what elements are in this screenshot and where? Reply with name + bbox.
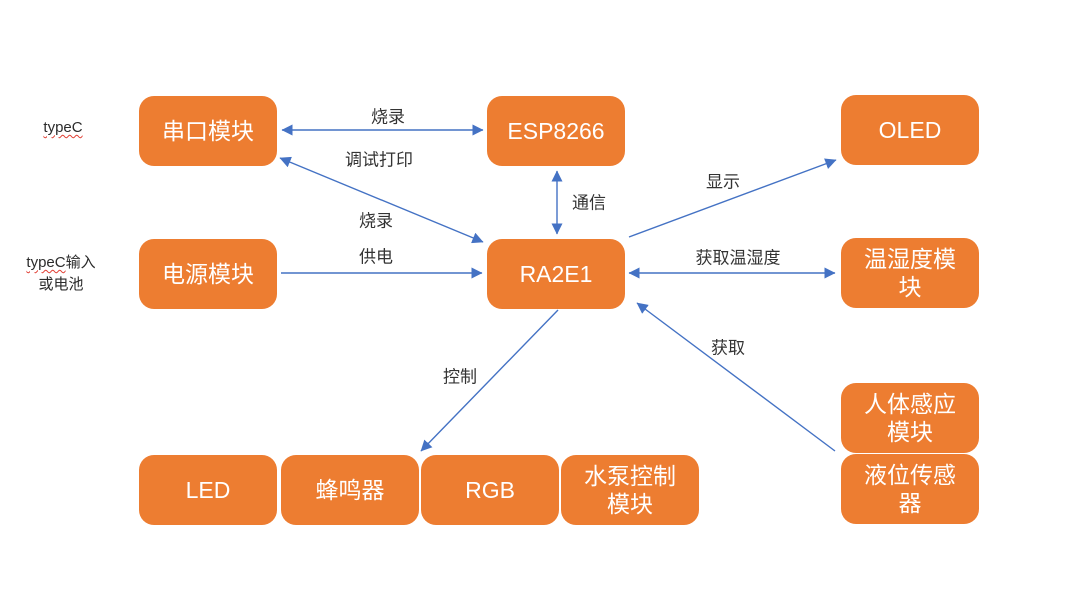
edge-label-power-supply: 供电 <box>359 247 393 267</box>
edge-ra2e1-oled <box>628 158 837 238</box>
node-power-module: 电源模块 <box>139 239 277 309</box>
node-buzzer: 蜂鸣器 <box>281 455 419 525</box>
node-led-label: LED <box>185 476 231 503</box>
node-power-label: 电源模块 <box>162 260 254 287</box>
node-serial-label: 串口模块 <box>162 117 254 144</box>
edge-label-display: 显示 <box>706 172 740 192</box>
node-temp-humidity-module: 温湿度模块 <box>841 238 979 308</box>
node-led: LED <box>139 455 277 525</box>
node-rgb: RGB <box>421 455 559 525</box>
edge-label-flash-diagonal: 烧录 <box>359 211 393 231</box>
node-temp-humidity-label: 温湿度模块 <box>864 245 956 300</box>
note-typec-input-suffix: 输入 <box>65 254 96 271</box>
edge-label-get-temp-humidity: 获取温湿度 <box>695 248 781 268</box>
node-oled-label: OLED <box>878 116 942 143</box>
node-human-sensor-module: 人体感应模块 <box>841 383 979 453</box>
node-liquid-level-sensor: 液位传感器 <box>841 454 979 524</box>
edge-label-flash-top: 烧录 <box>371 107 405 127</box>
edge-label-debug-print: 调试打印 <box>345 150 413 170</box>
edge-label-communication: 通信 <box>572 193 606 213</box>
edge-serial-ra2e1 <box>279 156 484 244</box>
note-typec-input-or-battery: typeC输入 或电池 <box>26 252 95 296</box>
node-serial-module: 串口模块 <box>139 96 277 166</box>
note-typec-input-line2: 或电池 <box>38 276 84 293</box>
node-liquid-level-label: 液位传感器 <box>864 461 956 516</box>
node-oled: OLED <box>841 95 979 165</box>
note-typec-input-line1: typeC输入 <box>26 252 95 274</box>
node-human-sensor-label: 人体感应模块 <box>864 390 956 445</box>
edge-sensors-ra2e1 <box>636 302 836 452</box>
edge-ra2e1-actuators <box>420 309 559 452</box>
node-ra2e1-label: RA2E1 <box>519 260 593 287</box>
edge-label-get: 获取 <box>711 338 745 358</box>
node-pump-control-module: 水泵控制模块 <box>561 455 699 525</box>
node-buzzer-label: 蜂鸣器 <box>315 476 385 503</box>
edge-label-control: 控制 <box>443 367 477 387</box>
node-esp8266-label: ESP8266 <box>507 117 605 144</box>
node-rgb-label: RGB <box>465 476 515 503</box>
note-typec: typeC <box>43 117 82 139</box>
note-typec-text: typeC <box>43 119 83 136</box>
node-ra2e1: RA2E1 <box>487 239 625 309</box>
node-esp8266: ESP8266 <box>487 96 625 166</box>
node-pump-control-label: 水泵控制模块 <box>584 462 676 517</box>
note-typec-input-prefix: typeC <box>26 254 66 271</box>
